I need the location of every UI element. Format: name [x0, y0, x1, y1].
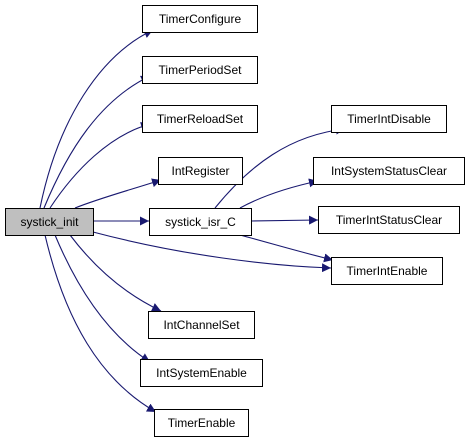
node-TimerConfigure[interactable]: TimerConfigure [142, 5, 258, 33]
edge-systick_init-to-TimerEnable [44, 234, 157, 413]
edge-line [250, 215, 319, 225]
node-label: IntRegister [171, 164, 229, 178]
edge-line [43, 75, 151, 209]
node-label: TimerConfigure [159, 12, 242, 26]
edge-systick_init-to-TimerPeriodSet [43, 75, 151, 209]
node-label: TimerIntEnable [347, 264, 428, 278]
edge-systick_init-to-TimerConfigure [39, 29, 154, 209]
edges [39, 29, 346, 413]
edge-systick_isr_C-to-IntSystemStatusClear [239, 178, 319, 209]
node-box [331, 105, 447, 133]
node-TimerEnable[interactable]: TimerEnable [154, 409, 249, 437]
edge-systick_isr_C-to-TimerIntEnable [239, 234, 334, 263]
node-box [318, 206, 460, 234]
edge-systick_init-to-IntRegister [74, 178, 162, 209]
node-box [142, 5, 258, 33]
node-box [158, 157, 243, 185]
edge-systick_init-to-IntSystemEnable [54, 234, 151, 363]
edge-line [54, 234, 151, 363]
node-label: IntSystemEnable [156, 366, 247, 380]
edge-line [74, 178, 162, 209]
edge-line [239, 178, 319, 209]
node-label: systick_init [20, 215, 79, 229]
edge-line [214, 125, 346, 209]
node-label: systick_isr_C [165, 215, 236, 229]
node-TimerIntEnable[interactable]: TimerIntEnable [331, 257, 443, 285]
node-box [313, 157, 465, 185]
edge-systick_init-to-TimerIntEnable [92, 231, 332, 273]
edge-systick_isr_C-to-TimerIntDisable [214, 125, 346, 209]
node-IntSystemStatusClear[interactable]: IntSystemStatusClear [313, 157, 465, 185]
node-TimerPeriodSet[interactable]: TimerPeriodSet [142, 56, 258, 84]
node-box [149, 208, 252, 236]
edge-systick_isr_C-to-TimerIntStatusClear [250, 215, 319, 225]
node-IntChannelSet[interactable]: IntChannelSet [148, 311, 255, 339]
node-label: IntSystemStatusClear [331, 164, 447, 178]
node-TimerReloadSet[interactable]: TimerReloadSet [142, 105, 258, 133]
node-box [142, 56, 258, 84]
edge-line [39, 29, 154, 209]
node-box [140, 359, 263, 387]
node-systick_init[interactable]: systick_init [5, 208, 94, 236]
edge-line [92, 231, 332, 273]
nodes: systick_init TimerConfigureTimerPeriodSet… [5, 5, 465, 437]
node-box [154, 409, 249, 437]
edge-line [69, 234, 162, 312]
edge-line [44, 234, 157, 413]
edge-line [49, 122, 151, 209]
edge-systick_init-to-IntChannelSet [69, 234, 162, 312]
node-label: TimerPeriodSet [159, 63, 243, 77]
node-IntRegister[interactable]: IntRegister [158, 157, 243, 185]
node-label: IntChannelSet [163, 318, 240, 332]
node-label: TimerIntStatusClear [336, 213, 442, 227]
node-IntSystemEnable[interactable]: IntSystemEnable [140, 359, 263, 387]
node-box [331, 257, 443, 285]
node-label: TimerEnable [168, 416, 236, 430]
node-box [148, 311, 255, 339]
node-label: TimerIntDisable [347, 112, 431, 126]
node-TimerIntStatusClear[interactable]: TimerIntStatusClear [318, 206, 460, 234]
edge-systick_init-to-TimerReloadSet [49, 122, 151, 209]
node-box [5, 208, 94, 236]
node-box [142, 105, 258, 133]
node-TimerIntDisable[interactable]: TimerIntDisable [331, 105, 447, 133]
edge-line [239, 234, 334, 263]
node-systick_isr_C[interactable]: systick_isr_C [149, 208, 252, 236]
node-label: TimerReloadSet [157, 112, 244, 126]
